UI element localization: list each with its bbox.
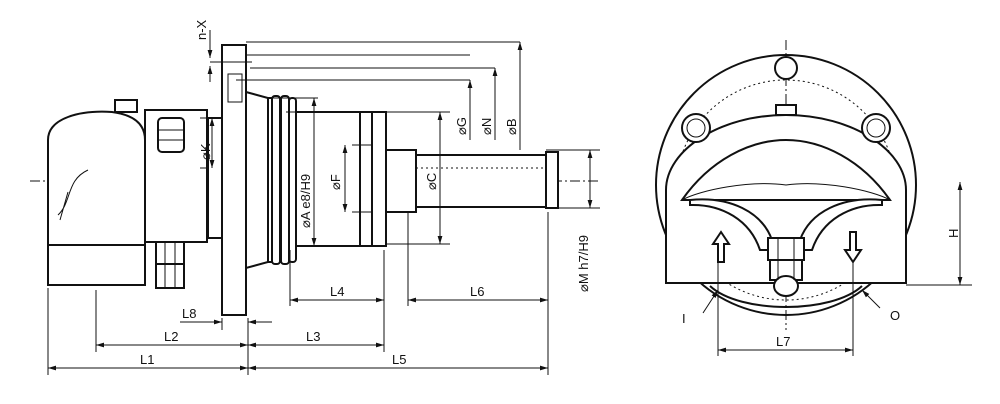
label-f: ⌀F bbox=[328, 174, 343, 190]
flange-outline bbox=[655, 54, 917, 316]
horizontal-dimensions bbox=[48, 297, 548, 371]
label-k: ⌀K bbox=[198, 143, 213, 160]
top-bolt-hole bbox=[774, 56, 798, 80]
inlet-arrow-icon bbox=[711, 230, 731, 263]
ring-2 bbox=[280, 95, 290, 265]
label-n: ⌀N bbox=[479, 118, 494, 135]
label-l2: L2 bbox=[164, 329, 178, 344]
cylinder-collar-2 bbox=[371, 111, 387, 247]
front-top-lug bbox=[775, 104, 797, 116]
outlet-leader bbox=[861, 289, 881, 309]
flange-bottom-arc bbox=[709, 285, 863, 308]
label-a: ⌀A e8/H9 bbox=[298, 174, 313, 228]
h-dimension bbox=[906, 182, 972, 286]
port-divider bbox=[689, 198, 883, 251]
gland bbox=[207, 117, 223, 239]
label-nx: n-X bbox=[194, 19, 209, 40]
label-l4: L4 bbox=[330, 284, 344, 299]
vertical-dimensions bbox=[207, 30, 593, 246]
shaft-step bbox=[385, 149, 417, 213]
label-l7: L7 bbox=[776, 334, 790, 349]
label-inlet: I bbox=[682, 311, 686, 326]
top-bolt bbox=[157, 117, 185, 153]
label-l8: L8 bbox=[182, 306, 196, 321]
inlet-leader bbox=[702, 289, 719, 314]
label-b: ⌀B bbox=[504, 119, 519, 136]
seal-ring bbox=[245, 90, 269, 270]
shaft-end bbox=[545, 151, 559, 209]
housing-cover bbox=[47, 110, 146, 286]
label-l3: L3 bbox=[306, 329, 320, 344]
outlet-arrow-icon bbox=[843, 231, 863, 264]
housing-curve bbox=[57, 169, 89, 221]
housing-top-lug bbox=[114, 99, 138, 113]
ring-1 bbox=[271, 95, 281, 265]
left-flange-bolt bbox=[681, 113, 711, 143]
label-m: ⌀M h7/H9 bbox=[576, 235, 591, 292]
bottom-nut bbox=[155, 241, 185, 289]
label-c: ⌀C bbox=[424, 173, 439, 190]
chamber-arc bbox=[681, 183, 891, 201]
inner-chamber bbox=[680, 138, 892, 201]
side-view: n-X ⌀K ⌀G ⌀N ⌀B ⌀A e8/H9 ⌀F ⌀C ⌀M h7/H9 … bbox=[30, 19, 600, 375]
ring-3 bbox=[288, 97, 297, 263]
label-outlet: O bbox=[890, 308, 900, 323]
label-l1: L1 bbox=[140, 352, 154, 367]
l7-dimension bbox=[717, 262, 854, 356]
front-view: H L7 I O bbox=[655, 40, 972, 356]
extension-lines bbox=[47, 41, 600, 375]
label-h: H bbox=[946, 229, 961, 238]
right-flange-bolt bbox=[861, 113, 891, 143]
front-center-nut bbox=[767, 237, 805, 297]
cylinder-collar-1 bbox=[359, 111, 373, 247]
label-l5: L5 bbox=[392, 352, 406, 367]
label-g: ⌀G bbox=[454, 117, 469, 135]
flange-bolt-slot bbox=[227, 73, 243, 103]
label-l6: L6 bbox=[470, 284, 484, 299]
